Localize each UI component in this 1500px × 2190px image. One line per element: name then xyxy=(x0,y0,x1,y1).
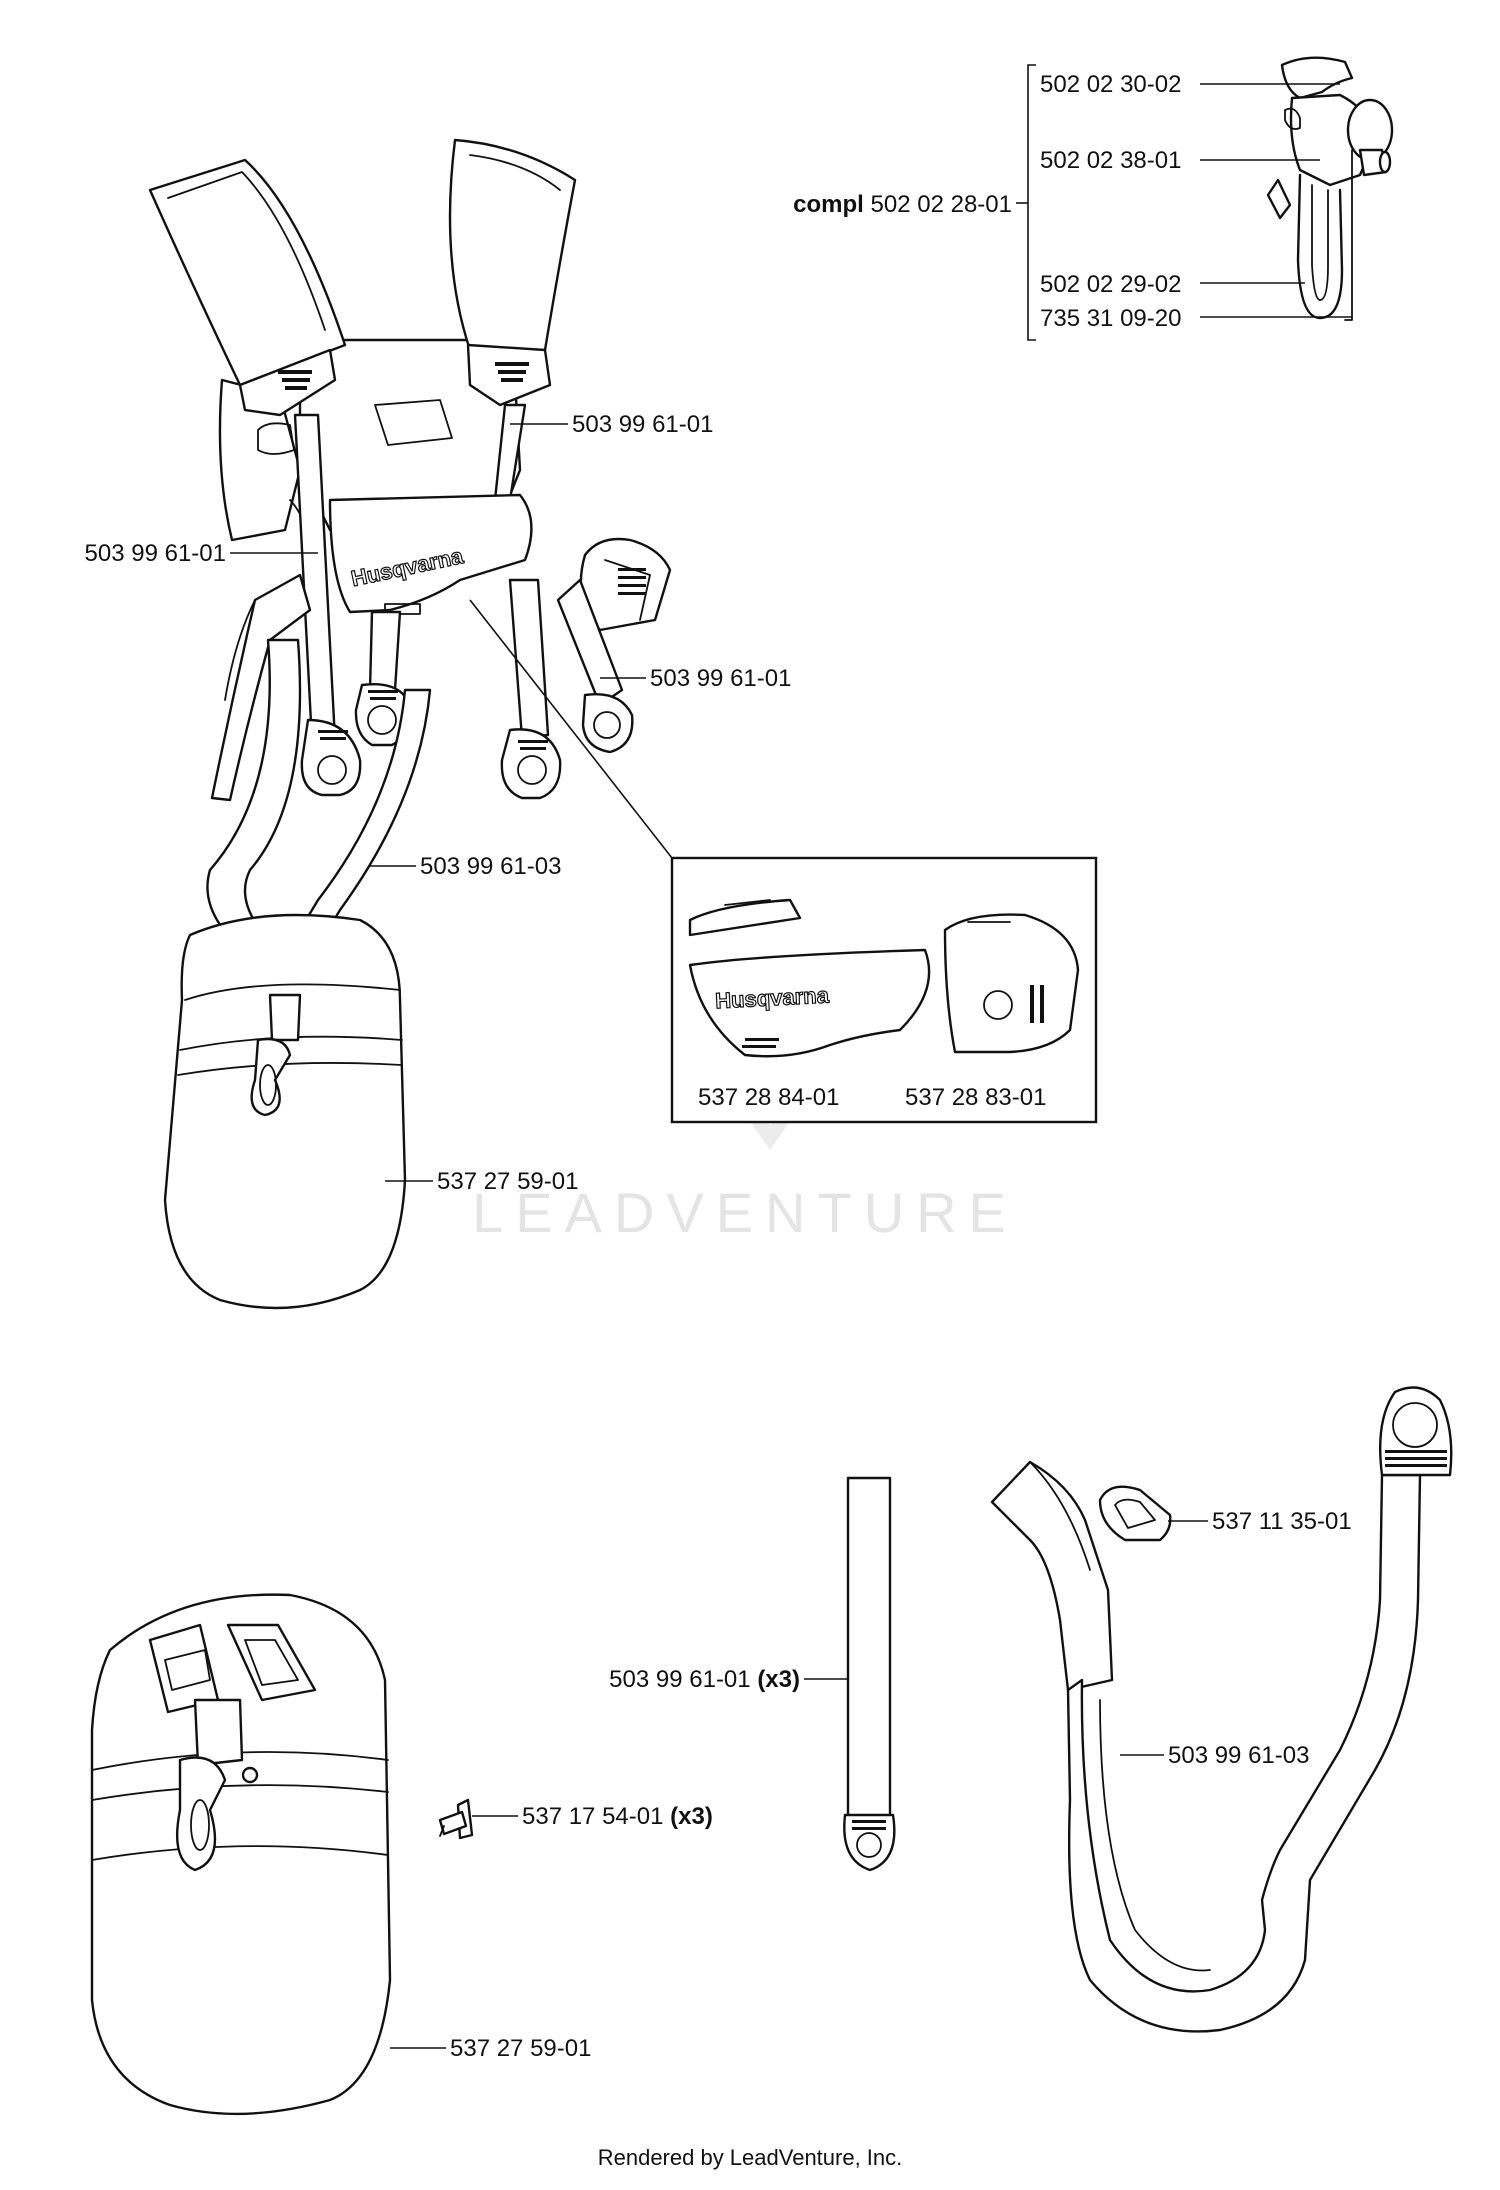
label-strap-lower-right: 503 99 61-01 xyxy=(650,665,791,692)
label-screw: 537 17 54-01 (x3) xyxy=(522,1803,713,1830)
label-hip-strap: 503 99 61-03 xyxy=(420,853,561,880)
label-strap-right: 503 99 61-01 xyxy=(572,411,713,438)
label-pad-right: 537 28 83-01 xyxy=(905,1084,1046,1111)
label-compl-assembly: compl 502 02 28-01 xyxy=(793,191,1012,218)
chest-pad-inset: Husqvarna 537 28 84-01 537 28 83-01 xyxy=(670,856,1098,1124)
label-strap-x3: 503 99 61-01 (x3) xyxy=(609,1666,800,1693)
label-strap-left: 503 99 61-01 xyxy=(85,540,226,567)
label-buckle-d: 735 31 09-20 xyxy=(1040,305,1181,332)
label-hip-pad-bottom: 537 27 59-01 xyxy=(450,2035,591,2062)
screw-illustration: 537 17 54-01 (x3) xyxy=(438,1798,713,1840)
label-hip-strap-bottom: 503 99 61-03 xyxy=(1168,1742,1309,1769)
label-screw-qty: (x3) xyxy=(670,1803,713,1830)
single-strap-illustration: 503 99 61-01 (x3) xyxy=(609,1476,896,1872)
harness-illustration: Husqvarna xyxy=(85,138,791,1310)
label-compl-prefix: compl xyxy=(793,191,864,218)
label-buckle-c: 502 02 29-02 xyxy=(1040,271,1181,298)
label-hip-pad-top: 537 27 59-01 xyxy=(437,1168,578,1195)
label-screw-number: 537 17 54-01 xyxy=(522,1803,663,1830)
slider-buckle-illustration: 537 11 35-01 xyxy=(1098,1485,1352,1542)
label-strap-x3-qty: (x3) xyxy=(757,1666,800,1693)
buckle-assembly: 502 02 30-02 502 02 38-01 compl 502 02 2… xyxy=(793,56,1394,341)
label-compl-number: 502 02 28-01 xyxy=(871,191,1012,218)
hip-pad-bottom-illustration: 537 27 59-01 xyxy=(90,1593,591,2116)
label-buckle-a: 502 02 30-02 xyxy=(1040,71,1181,98)
footer-credit: Rendered by LeadVenture, Inc. xyxy=(598,2145,903,2170)
long-hip-strap-illustration: 503 99 61-03 xyxy=(990,1386,1453,2033)
label-pad-left: 537 28 84-01 xyxy=(698,1084,839,1111)
label-buckle-b: 502 02 38-01 xyxy=(1040,147,1181,174)
watermark-text: LEADVENTURE xyxy=(472,1181,1018,1244)
label-slider: 537 11 35-01 xyxy=(1212,1508,1352,1535)
label-strap-x3-number: 503 99 61-01 xyxy=(609,1666,750,1693)
